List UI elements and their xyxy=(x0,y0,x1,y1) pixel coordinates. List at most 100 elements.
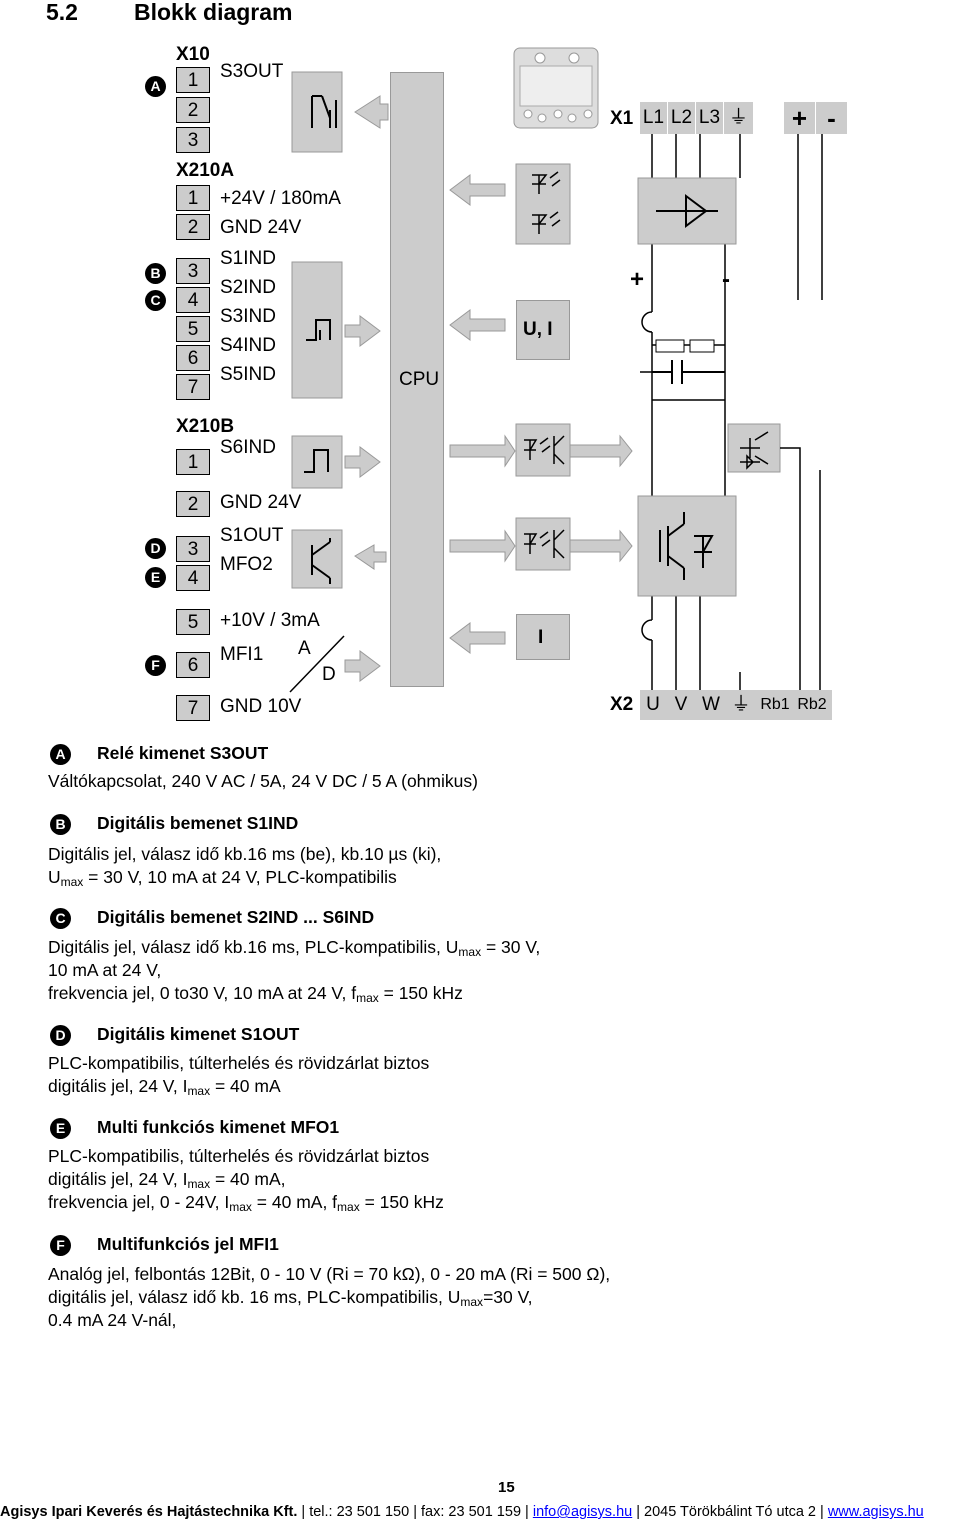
terminal-x10-1: 1 xyxy=(176,67,210,93)
x2-v: V xyxy=(674,694,688,715)
desc-title-f: Multifunkciós jel MFI1 xyxy=(97,1234,279,1254)
opto-box-1 xyxy=(515,423,571,477)
terminal-label-24v: +24V / 180mA xyxy=(220,188,341,209)
desc-title-e: Multi funkciós kimenet MFO1 xyxy=(97,1117,340,1137)
terminal-label-mfo2: MFO2 xyxy=(220,554,273,575)
relay-box xyxy=(291,71,343,153)
desc-text-f2: digitális jel, válasz idő kb. 16 ms, PLC… xyxy=(48,1287,533,1309)
terminal-label-s4ind: S4IND xyxy=(220,335,276,356)
terminal-x10-2: 2 xyxy=(176,97,210,123)
desc-title-d: Digitális kimenet S1OUT xyxy=(97,1024,300,1044)
page-number: 15 xyxy=(498,1479,515,1496)
adc-d-label: D xyxy=(322,664,336,685)
x1-l1: L1 xyxy=(640,102,668,134)
arrow-adc xyxy=(344,650,381,682)
desc-text-a: Váltókapcsolat, 240 V AC / 5A, 24 V DC /… xyxy=(48,771,478,791)
footer: Agisys Ipari Keverés és Hajtástechnika K… xyxy=(0,1504,924,1520)
desc-text-f3: 0.4 mA 24 V-nál, xyxy=(48,1310,177,1330)
s6ind-box xyxy=(291,435,343,489)
x1-label: X1 xyxy=(610,108,634,129)
badge-f: F xyxy=(145,655,166,676)
desc-text-b1: Digitális jel, válasz idő kb.16 ms (be),… xyxy=(48,844,442,864)
badge-a: A xyxy=(145,76,166,97)
desc-text-b2: Umax = 30 V, 10 mA at 24 V, PLC-kompatib… xyxy=(48,867,397,889)
desc-text-e2: digitális jel, 24 V, Imax = 40 mA, xyxy=(48,1169,286,1191)
arrow-s6 xyxy=(344,446,381,478)
x10-label: X10 xyxy=(176,44,210,65)
terminal-label-10v: +10V / 3mA xyxy=(220,610,320,631)
x2-u: U xyxy=(646,694,660,715)
dc-minus-label: - xyxy=(722,266,730,293)
footer-web-link[interactable]: www.agisys.hu xyxy=(827,1504,924,1520)
capacitor-icon xyxy=(652,360,725,384)
adc-a-label: A xyxy=(298,638,311,659)
x2-ground-icon: ⏚ xyxy=(731,694,751,715)
terminal-label-s2ind: S2IND xyxy=(220,277,276,298)
ui-measure-box: U, I xyxy=(516,300,570,360)
desc-badge-f: F xyxy=(50,1235,71,1256)
terminal-x210b-2: 2 xyxy=(176,491,210,517)
terminal-x210a-1: 1 xyxy=(176,185,210,211)
desc-text-e1: PLC-kompatibilis, túlterhelés és rövidzá… xyxy=(48,1146,430,1166)
cpu-block: CPU xyxy=(390,72,444,687)
dc-plus-label: + xyxy=(630,266,645,293)
desc-title-c: Digitális bemenet S2IND ... S6IND xyxy=(97,907,375,927)
badge-c: C xyxy=(145,290,166,311)
x1-terminal-row: L1 L2 L3 ⏚ + - xyxy=(640,102,848,134)
terminal-x210a-5: 5 xyxy=(176,316,210,342)
arrow-s1out xyxy=(354,544,387,570)
x2-label: X2 xyxy=(610,694,634,715)
desc-text-e3: frekvencia jel, 0 - 24V, Imax = 40 mA, f… xyxy=(48,1192,444,1214)
section-heading: 5.2 Blokk diagram xyxy=(46,0,293,26)
terminal-x210b-7: 7 xyxy=(176,695,210,721)
ui-label: U, I xyxy=(523,319,553,340)
section-title: Blokk diagram xyxy=(134,0,293,25)
badge-e: E xyxy=(145,567,166,588)
pulse-icon-1 xyxy=(306,319,331,341)
arrow-inputs xyxy=(344,315,381,347)
pulse-icon-2 xyxy=(304,449,329,473)
footer-address: 2045 Törökbálint Tó utca 2 xyxy=(644,1504,816,1520)
terminal-label-s1ind: S1IND xyxy=(220,248,276,269)
relay-icon xyxy=(311,95,337,128)
desc-badge-e: E xyxy=(50,1118,71,1139)
terminal-label-gnd10v: GND 10V xyxy=(220,696,302,717)
x2-rb1: Rb1 xyxy=(760,696,790,713)
block-diagram-svg xyxy=(289,47,832,720)
led-box xyxy=(515,163,571,245)
terminal-x210a-3: 3 xyxy=(176,258,210,284)
transistor-icon xyxy=(311,538,331,584)
x210b-label: X210B xyxy=(176,416,235,437)
desc-text-c1: Digitális jel, válasz idő kb.16 ms, PLC-… xyxy=(48,937,541,959)
terminal-x210a-4: 4 xyxy=(176,287,210,313)
desc-badge-a: A xyxy=(50,744,71,765)
terminal-x210b-5: 5 xyxy=(176,609,210,635)
desc-text-c2: 10 mA at 24 V, xyxy=(48,960,162,980)
i-label: I xyxy=(538,627,544,648)
terminal-x210b-3: 3 xyxy=(176,536,210,562)
terminal-label-s6ind: S6IND xyxy=(220,437,276,458)
terminal-label-mfi1: MFI1 xyxy=(220,644,264,665)
terminal-label-gnd24v-a: GND 24V xyxy=(220,217,302,238)
terminal-x210a-7: 7 xyxy=(176,374,210,400)
desc-badge-d: D xyxy=(50,1025,71,1046)
x2-w: W xyxy=(702,694,720,715)
i-measure-box: I xyxy=(516,614,570,660)
x210a-label: X210A xyxy=(176,160,235,181)
x1-l3: L3 xyxy=(696,102,724,134)
terminal-label-s3out: S3OUT xyxy=(220,61,284,82)
terminal-label-s5ind: S5IND xyxy=(220,364,276,385)
terminal-x210b-1: 1 xyxy=(176,449,210,475)
terminal-x210b-6: 6 xyxy=(176,652,210,678)
resistor-2 xyxy=(689,339,715,353)
cpu-label: CPU xyxy=(399,369,440,390)
desc-badge-b: B xyxy=(50,814,71,835)
footer-email-link[interactable]: info@agisys.hu xyxy=(532,1504,633,1520)
x1-ground-icon: ⏚ xyxy=(724,102,754,134)
desc-badge-c: C xyxy=(50,908,71,929)
current-sensor-2 xyxy=(641,619,653,641)
terminal-label-s3ind: S3IND xyxy=(220,306,276,327)
terminal-x10-3: 3 xyxy=(176,127,210,153)
section-number: 5.2 xyxy=(46,0,78,25)
footer-tel: tel.: 23 501 150 xyxy=(309,1504,410,1520)
